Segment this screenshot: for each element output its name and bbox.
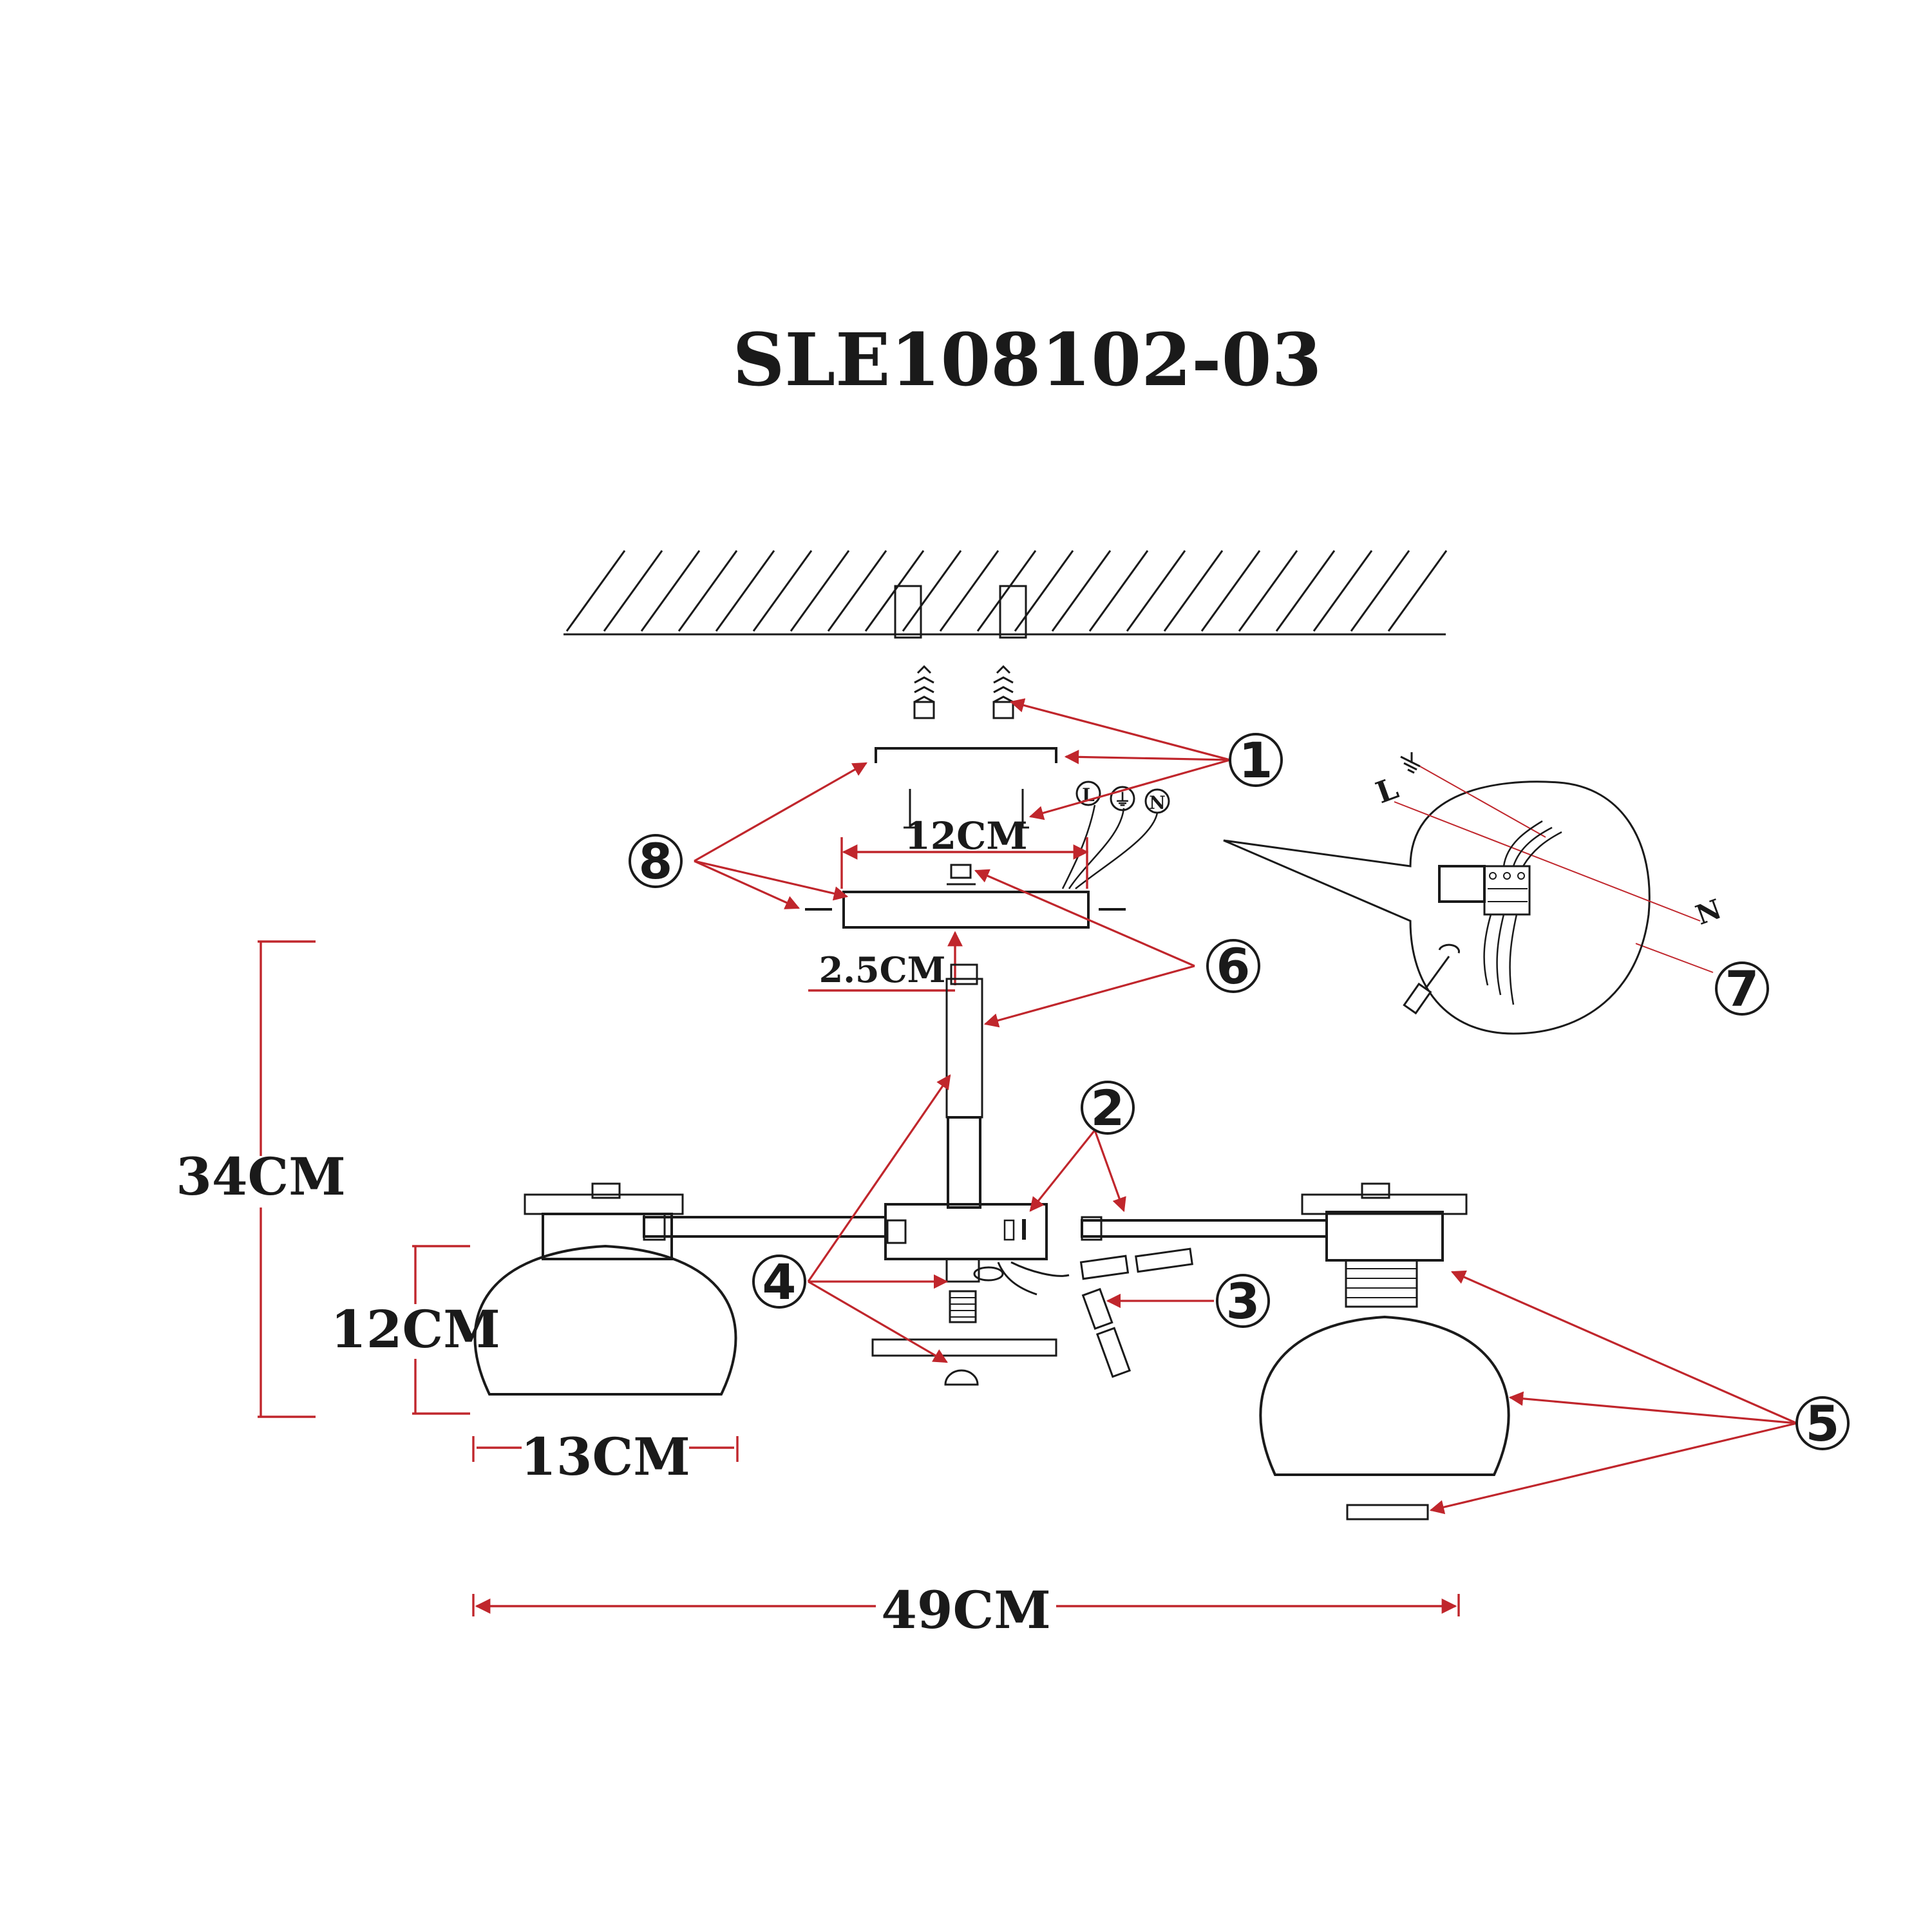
canopy-dimension: 12CM bbox=[840, 814, 1089, 889]
wall-plug-right bbox=[992, 665, 1014, 719]
left-shade bbox=[473, 1182, 737, 1396]
callout-6: 6 bbox=[1206, 938, 1260, 995]
model-title: SLE108102-03 bbox=[733, 318, 1322, 402]
leader-lines bbox=[694, 698, 1797, 1515]
callout-7-label: 7 bbox=[1725, 960, 1759, 1018]
callout-2: 2 bbox=[1081, 1079, 1135, 1137]
wiring-detail: L N bbox=[1223, 752, 1726, 1035]
offset-label: 2.5CM bbox=[819, 949, 946, 990]
wall-plug-left bbox=[913, 665, 935, 719]
central-hub bbox=[884, 1203, 1048, 1260]
total-width-label: 49CM bbox=[881, 1580, 1051, 1640]
canopy-width-label: 12CM bbox=[904, 814, 1027, 858]
center-rod bbox=[945, 963, 983, 1209]
terminal-symbols: L ⏚ N bbox=[1075, 781, 1170, 814]
callout-1: 1 bbox=[1229, 732, 1283, 789]
offset-dimension: 2.5CM bbox=[808, 931, 963, 992]
bulbs bbox=[997, 1247, 1193, 1378]
left-arm bbox=[643, 1213, 887, 1241]
terminal-earth: ⏚ bbox=[1114, 791, 1131, 810]
callout-4-label: 4 bbox=[762, 1253, 797, 1311]
callout-8-label: 8 bbox=[639, 833, 673, 890]
callout-4: 4 bbox=[752, 1253, 806, 1311]
total-width-dimension: 49CM bbox=[472, 1580, 1460, 1640]
mounting-bracket bbox=[875, 747, 1057, 763]
shade-width-dimension: 13CM bbox=[472, 1426, 739, 1487]
callout-3-label: 3 bbox=[1226, 1273, 1260, 1330]
total-height-dimension: 34CM bbox=[176, 940, 346, 1418]
wiring-l-label: L bbox=[1371, 770, 1403, 810]
callout-7: 7 bbox=[1715, 960, 1769, 1018]
terminal-n: N bbox=[1149, 792, 1166, 813]
callout-6-label: 6 bbox=[1217, 938, 1251, 995]
callout-8: 8 bbox=[629, 833, 683, 890]
canopy bbox=[805, 804, 1159, 929]
shade-height-dimension: 12CM bbox=[330, 1245, 500, 1415]
callout-2-label: 2 bbox=[1091, 1079, 1125, 1137]
ceiling bbox=[564, 550, 1448, 639]
callout-3: 3 bbox=[1216, 1273, 1270, 1330]
shade-height-label: 12CM bbox=[330, 1299, 500, 1359]
bracket-screws bbox=[904, 789, 1029, 829]
canopy-nut bbox=[947, 864, 976, 886]
shade-width-label: 13CM bbox=[520, 1426, 690, 1487]
callout-5-label: 5 bbox=[1806, 1395, 1840, 1452]
right-arm bbox=[1081, 1216, 1328, 1241]
right-shade bbox=[1259, 1182, 1510, 1520]
callout-5: 5 bbox=[1795, 1395, 1850, 1452]
total-height-label: 34CM bbox=[176, 1146, 346, 1207]
callout-1-label: 1 bbox=[1239, 732, 1273, 789]
lower-hardware bbox=[871, 1258, 1057, 1386]
wiring-n-label: N bbox=[1692, 893, 1726, 931]
